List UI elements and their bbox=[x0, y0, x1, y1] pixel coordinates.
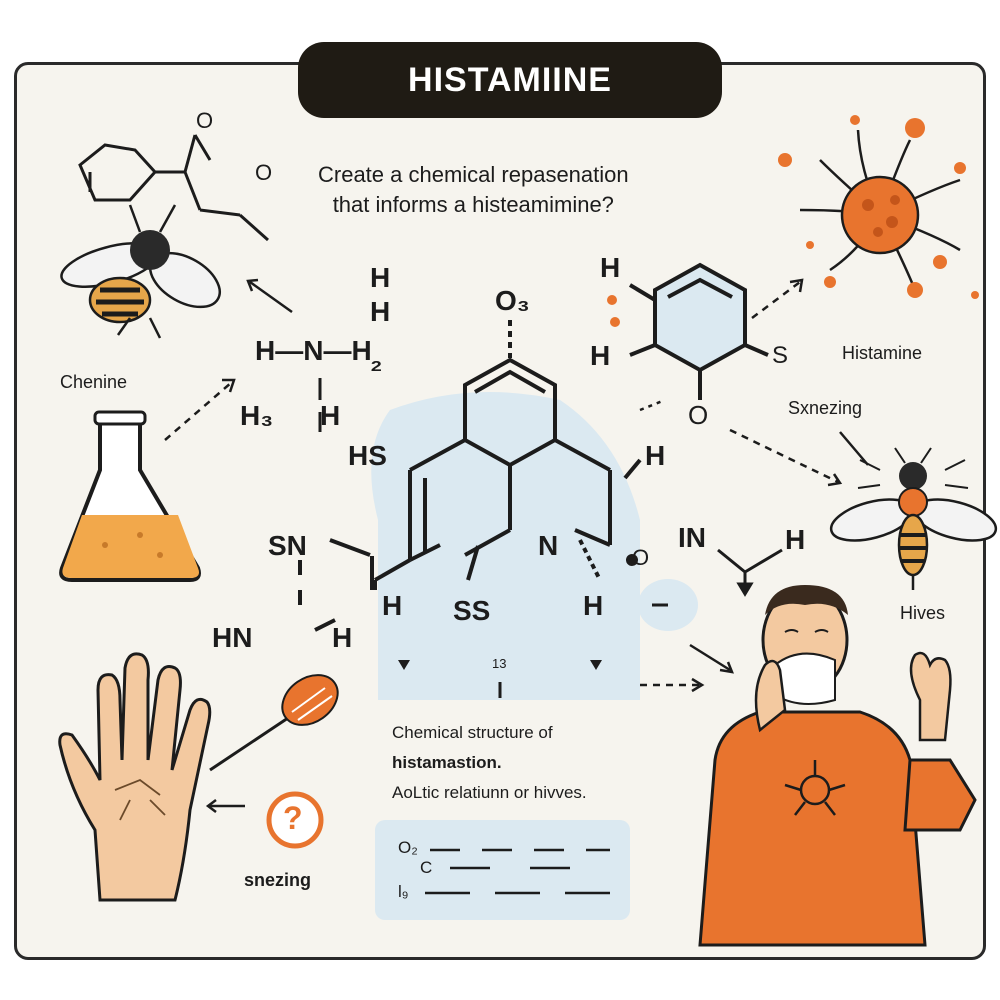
arrow-to-person bbox=[640, 643, 734, 693]
honey-dipper-icon bbox=[209, 674, 339, 772]
atom-hn-left: HN bbox=[212, 622, 253, 653]
atom-o-center: O bbox=[632, 545, 650, 570]
legend-lines bbox=[425, 848, 610, 895]
question-circle bbox=[266, 791, 324, 849]
atom-hs-left: HS bbox=[348, 440, 387, 471]
atom-hn-group: H—N—H bbox=[255, 335, 372, 366]
wasp-icon bbox=[829, 431, 998, 590]
label-histamine: Histamine bbox=[842, 343, 923, 363]
bee-icon bbox=[60, 204, 221, 339]
atom-ring-o: O bbox=[688, 400, 709, 430]
page-title: HISTAMIINE bbox=[408, 60, 612, 99]
atom-n-center: N bbox=[538, 530, 559, 561]
title-badge: HISTAMIINE bbox=[298, 42, 722, 118]
legend-box bbox=[375, 820, 630, 920]
mast-cell-icon bbox=[778, 115, 979, 299]
atom-h2-sub: ₂ bbox=[370, 345, 383, 376]
caption-line-3: AoLtic relatiunn or hivves. bbox=[392, 783, 587, 802]
atom-in-h: H bbox=[785, 524, 806, 555]
flask-icon bbox=[59, 410, 201, 582]
atom-ring-h1: H bbox=[600, 252, 621, 283]
in-h-group bbox=[652, 548, 783, 607]
atom-h1: H bbox=[370, 262, 391, 293]
arrow-to-bee bbox=[246, 278, 293, 314]
atom-h3: H₃ bbox=[240, 400, 274, 431]
label-sneezing-bottom: snezing bbox=[244, 870, 312, 890]
atom-h-below-sn: H bbox=[382, 590, 403, 621]
atom-o3: O₃ bbox=[495, 285, 530, 316]
atom-ss-bottom: SS bbox=[453, 595, 491, 626]
atom-h-left-lower: H bbox=[332, 622, 353, 653]
ring-arrows bbox=[639, 278, 843, 487]
question-line-1: Create a chemical repasenation bbox=[318, 162, 629, 187]
right-ring-molecule bbox=[628, 262, 769, 400]
label-hives: Hives bbox=[900, 603, 946, 623]
atom-h-center: H bbox=[583, 590, 604, 621]
label-chenine: Chenine bbox=[60, 372, 128, 392]
atom-sn-left: SN bbox=[268, 530, 307, 561]
question-text: Create a chemical repasenation that info… bbox=[318, 160, 629, 220]
center-number: 13 bbox=[492, 656, 507, 671]
down-arrows bbox=[398, 660, 602, 698]
legend-symbol-1: O₂ bbox=[398, 838, 418, 857]
person-sneezing-icon bbox=[698, 585, 977, 947]
atom-h2: H bbox=[370, 296, 391, 327]
legend-symbol-3: l₉ bbox=[398, 882, 409, 901]
caption-line-1: Chemical structure of bbox=[392, 723, 553, 742]
arrow-flask-to-molecule bbox=[164, 378, 236, 441]
top-left-molecule bbox=[78, 134, 269, 242]
center-highlight bbox=[371, 392, 640, 700]
atom-ring-h2: H bbox=[590, 340, 611, 371]
structure-caption: Chemical structure of histamastion. AoLt… bbox=[392, 718, 587, 808]
question-mark-icon: ? bbox=[283, 800, 303, 836]
arrow-to-hand bbox=[205, 799, 245, 813]
atom-left-o: O bbox=[255, 160, 273, 185]
central-molecule bbox=[298, 320, 642, 632]
legend-symbol-2: C bbox=[420, 858, 433, 877]
ring-dots bbox=[607, 295, 620, 327]
sneeze-rays bbox=[857, 459, 969, 489]
question-line-2: that informs a histeamimine? bbox=[332, 192, 614, 217]
atom-in-group: IN bbox=[678, 522, 706, 553]
atom-ring-s: S bbox=[772, 342, 789, 369]
atom-h-right1: H bbox=[645, 440, 666, 471]
atom-top-o: O bbox=[196, 108, 214, 133]
caption-line-2: histamastion. bbox=[392, 753, 502, 772]
atom-oh-h: H bbox=[320, 400, 341, 431]
hand-icon bbox=[58, 652, 212, 902]
label-sneezing-right: Sxnezing bbox=[788, 398, 863, 418]
